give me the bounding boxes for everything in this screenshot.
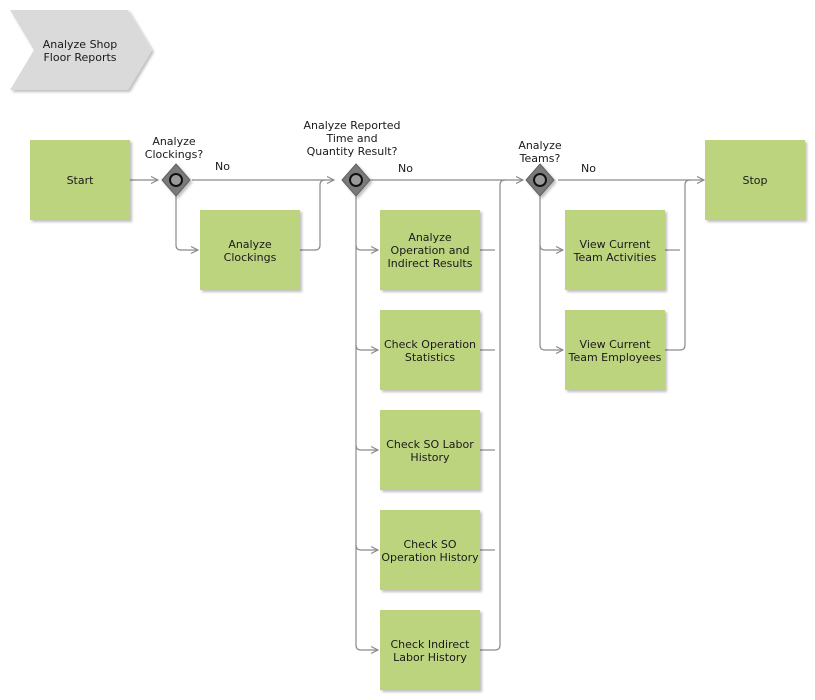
task-analyze-clockings[interactable]: Analyze Clockings: [200, 210, 300, 290]
no-label-g3: No: [581, 162, 596, 175]
gateway-analyze-reported-time[interactable]: Analyze Reported Time and Quantity Resul…: [303, 119, 401, 197]
task-label-line-2: Operation and: [391, 244, 470, 257]
start-event[interactable]: Start: [30, 140, 130, 220]
task-label-line-3: Indirect Results: [388, 257, 473, 270]
task-box[interactable]: [565, 210, 665, 290]
task-box[interactable]: [380, 310, 480, 390]
no-label-g2: No: [398, 162, 413, 175]
header-chevron-shape: [10, 10, 152, 90]
gateway-label-line-2: Time and: [325, 132, 377, 145]
task-analyze-operation-indirect[interactable]: Analyze Operation and Indirect Results: [380, 210, 480, 290]
task-label-line-2: History: [410, 451, 450, 464]
gateway-circle-icon: [533, 173, 547, 187]
start-event-label: Start: [67, 174, 95, 187]
gateway-label-line-3: Quantity Result?: [307, 145, 398, 158]
gateway-label-line-2: Clockings?: [145, 148, 204, 161]
gateway-label-line-1: Analyze: [518, 139, 562, 152]
task-label-line-1: Check SO Labor: [386, 438, 474, 451]
task-label-line-2: Team Activities: [573, 251, 657, 264]
task-box[interactable]: [380, 610, 480, 690]
start-event-box[interactable]: [30, 140, 130, 220]
task-label-line-2: Clockings: [224, 251, 277, 264]
task-label-line-1: Check Operation: [384, 338, 476, 351]
task-box[interactable]: [380, 510, 480, 590]
process-header: Analyze Shop Floor Reports: [10, 10, 152, 90]
task-label-line-2: Team Employees: [568, 351, 662, 364]
task-view-team-activities[interactable]: View Current Team Activities: [565, 210, 665, 290]
gateway-label-line-2: Teams?: [519, 152, 561, 165]
connector-g3-team-employees: [539, 196, 563, 350]
gateway-analyze-clockings[interactable]: Analyze Clockings?: [145, 135, 204, 197]
connector-g2-check-op-stats: [355, 344, 378, 350]
task-label-line-1: View Current: [580, 238, 652, 251]
connector-analyze-clockings-merge: [300, 179, 326, 251]
connector-g2-check-so-operation: [355, 544, 378, 550]
task-check-indirect-labor-history[interactable]: Check Indirect Labor History: [380, 610, 480, 690]
connector-g2-check-so-labor: [355, 444, 378, 450]
gateway-circle-icon: [349, 173, 363, 187]
stop-event-box[interactable]: [705, 140, 805, 220]
task-box[interactable]: [380, 410, 480, 490]
task-label-line-1: View Current: [580, 338, 652, 351]
task-label-line-1: Analyze: [228, 238, 272, 251]
gateway-analyze-teams[interactable]: Analyze Teams?: [518, 139, 562, 197]
task-label-line-1: Analyze: [408, 231, 452, 244]
stop-event[interactable]: Stop: [705, 140, 805, 220]
no-label-g1: No: [215, 160, 230, 173]
task-box[interactable]: [200, 210, 300, 290]
task-view-team-employees[interactable]: View Current Team Employees: [565, 310, 665, 390]
connectors: [130, 180, 704, 650]
task-box[interactable]: [380, 210, 480, 290]
task-label-line-1: Check SO: [404, 538, 457, 551]
task-label-line-2: Labor History: [393, 651, 467, 664]
connector-g2-analyze-operation: [355, 244, 378, 250]
gateway-circle-icon: [169, 173, 183, 187]
task-label-line-2: Statistics: [405, 351, 456, 364]
task-check-so-labor-history[interactable]: Check SO Labor History: [380, 410, 480, 490]
connector-g1-analyze-clockings: [175, 196, 198, 250]
task-check-operation-statistics[interactable]: Check Operation Statistics: [380, 310, 480, 390]
header-line-1: Analyze Shop: [43, 38, 118, 51]
connector-g3-merge-trunk: [665, 179, 691, 351]
gateway-label-line-1: Analyze: [152, 135, 196, 148]
connector-g2-check-indirect: [355, 644, 378, 650]
task-box[interactable]: [565, 310, 665, 390]
connector-g3-team-activities: [539, 244, 563, 250]
task-label-line-1: Check Indirect: [391, 638, 471, 651]
connector-g2-merge-trunk: [480, 179, 506, 651]
task-check-so-operation-history[interactable]: Check SO Operation History: [380, 510, 480, 590]
header-line-2: Floor Reports: [43, 51, 116, 64]
gateway-label-line-1: Analyze Reported: [303, 119, 400, 132]
stop-event-label: Stop: [742, 174, 767, 187]
task-label-line-2: Operation History: [381, 551, 479, 564]
